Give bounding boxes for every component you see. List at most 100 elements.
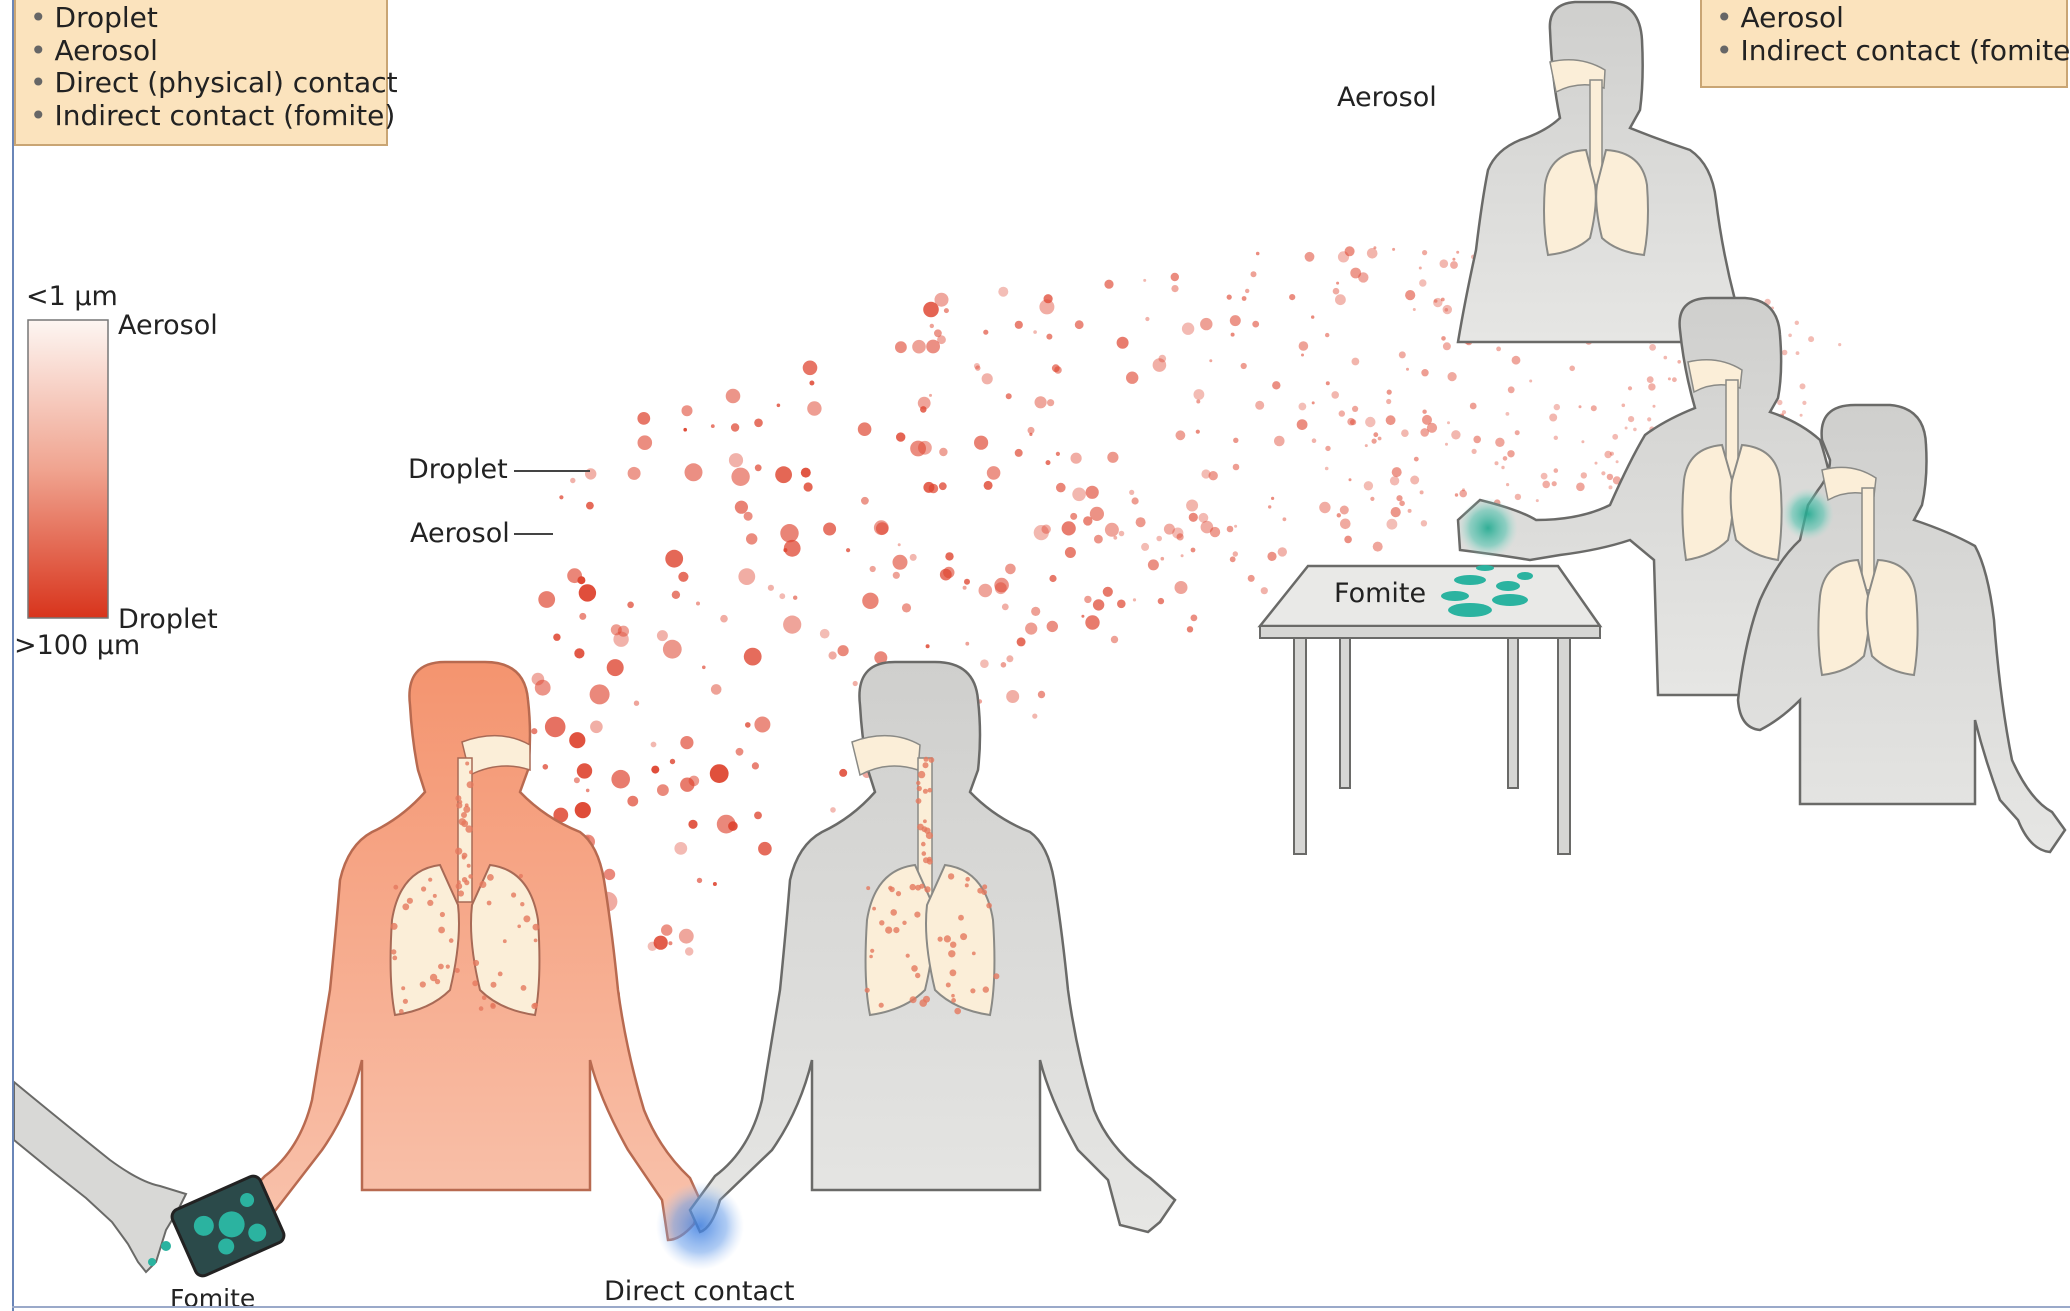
particle	[987, 466, 1001, 480]
face-fomite-glow	[1782, 488, 1834, 540]
lung-particle	[462, 853, 468, 859]
particle	[964, 579, 970, 585]
particle	[577, 576, 585, 584]
lung-particle	[924, 828, 930, 834]
particle	[1472, 449, 1477, 454]
lung-particle	[888, 886, 892, 890]
legend-item: Direct (physical) contact	[30, 67, 372, 100]
direct-contact-label: Direct contact	[604, 1278, 794, 1305]
particle	[1002, 604, 1009, 611]
particle	[685, 463, 703, 481]
particle	[661, 924, 672, 935]
particle	[1515, 430, 1520, 435]
particle	[1056, 483, 1066, 493]
particle	[1047, 621, 1058, 632]
particle	[1647, 417, 1651, 421]
particle	[1251, 271, 1257, 277]
particle	[1233, 438, 1238, 443]
particle	[1405, 290, 1415, 300]
particle	[874, 520, 889, 535]
particle	[1297, 419, 1308, 430]
legend-item: Aerosol	[1716, 2, 2052, 35]
particle	[1633, 428, 1637, 432]
particle	[648, 942, 657, 951]
particle	[1274, 436, 1285, 447]
particle	[1117, 600, 1126, 609]
particle	[1668, 377, 1671, 380]
particle	[846, 548, 850, 552]
lung-particle	[399, 1009, 404, 1014]
particle	[1158, 598, 1164, 604]
legend-item: Aerosol	[30, 35, 372, 68]
particle	[754, 419, 763, 428]
particle	[710, 764, 729, 783]
particle	[627, 796, 638, 807]
particle	[1399, 351, 1406, 358]
particle	[1648, 383, 1655, 390]
particle	[689, 776, 700, 787]
particle	[1325, 467, 1329, 471]
particle	[668, 941, 672, 945]
particle	[586, 502, 594, 510]
particle	[1191, 548, 1196, 553]
lung-particle	[487, 874, 494, 881]
lung-particle	[487, 901, 492, 906]
particle	[577, 763, 592, 778]
particle	[634, 701, 639, 706]
particle	[1196, 430, 1200, 434]
legend-item: Indirect contact (fomite)	[30, 100, 372, 133]
particle	[1649, 344, 1656, 351]
particle	[1305, 252, 1315, 262]
particle	[1344, 536, 1352, 544]
particle	[1495, 461, 1499, 465]
particle	[744, 512, 753, 521]
particle	[1529, 380, 1532, 383]
lung-particle	[951, 994, 955, 998]
particle	[1255, 401, 1264, 410]
particle	[1628, 386, 1632, 390]
particle	[1350, 268, 1361, 279]
particle	[1422, 250, 1427, 255]
lung-particle	[924, 757, 929, 762]
particle	[1049, 575, 1056, 582]
lung-particle	[896, 891, 901, 896]
particle	[939, 482, 947, 490]
particle	[910, 554, 917, 561]
lung-particle	[420, 981, 426, 987]
lung-particle	[923, 789, 928, 794]
particle	[1455, 493, 1458, 496]
particle	[1536, 499, 1539, 502]
particle	[1372, 439, 1377, 444]
particle	[1143, 279, 1146, 282]
lung-particle	[468, 874, 472, 878]
particle	[1070, 513, 1077, 520]
particle	[929, 394, 932, 397]
lung-particle	[927, 859, 933, 865]
particle	[738, 568, 755, 585]
particle	[696, 602, 700, 606]
particle	[1129, 490, 1134, 495]
particle	[1283, 517, 1287, 521]
lung-particle	[951, 998, 956, 1003]
scale-top-label: Aerosol	[118, 312, 218, 339]
particle	[1201, 521, 1214, 534]
particle	[1335, 294, 1346, 305]
lung-particle	[446, 965, 450, 969]
particle	[983, 330, 988, 335]
particle	[1117, 337, 1129, 349]
particle	[1838, 343, 1841, 346]
particle	[1025, 623, 1037, 635]
particle	[1419, 279, 1426, 286]
lung-particle	[918, 771, 925, 778]
particle	[930, 324, 934, 328]
lung-particle	[879, 1003, 884, 1008]
particle	[1191, 615, 1198, 622]
lung-particle	[456, 802, 462, 808]
particle	[682, 405, 693, 416]
particle	[1227, 526, 1234, 533]
lung-particle	[467, 864, 471, 868]
lung-particle	[965, 877, 970, 882]
particle	[1072, 488, 1086, 502]
particle	[752, 762, 759, 769]
particle	[1196, 400, 1200, 404]
